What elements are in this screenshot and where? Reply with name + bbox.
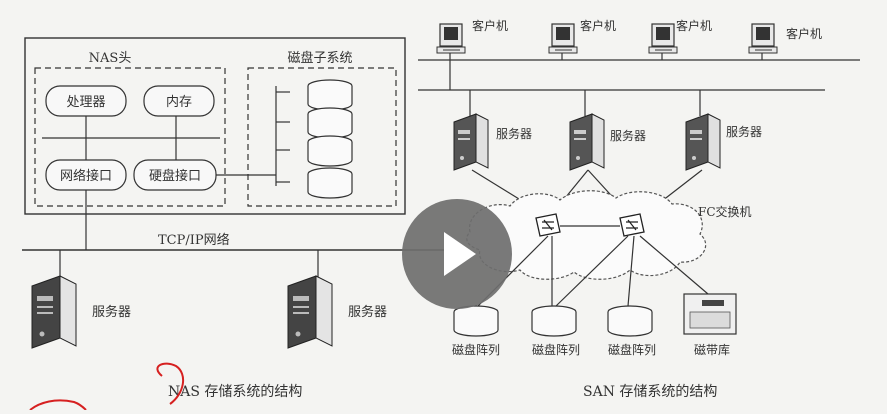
fc-switch-left	[535, 213, 561, 237]
disk-interface-label: 硬盘接口	[149, 168, 201, 184]
disk-array-2	[531, 305, 577, 337]
client-label-2: 客户机	[580, 18, 616, 33]
disk-2	[307, 107, 353, 139]
client-4	[748, 23, 778, 60]
client-2	[548, 23, 578, 60]
processor-label: 处理器	[66, 95, 105, 110]
nas-server-right-label: 服务器	[348, 304, 387, 320]
nas-caption: NAS 存储系统的结构	[168, 384, 302, 400]
fc-switch-label: FC交换机	[698, 204, 752, 219]
memory-box	[143, 85, 215, 117]
nas-device-box	[24, 37, 406, 215]
network-interface-label: 网络接口	[60, 168, 112, 184]
disk-3	[307, 135, 353, 167]
storage-label-3: 磁盘阵列	[608, 342, 656, 357]
red-annotation-arrow	[29, 399, 87, 411]
disk-1	[307, 79, 353, 111]
san-server-label-3: 服务器	[726, 124, 762, 139]
tcpip-network-label: TCP/IP网络	[158, 232, 230, 248]
disk-array-1	[453, 305, 499, 337]
processor-box	[45, 85, 127, 117]
san-server-1	[453, 113, 489, 171]
nas-server-left	[31, 275, 77, 349]
storage-label-2: 磁盘阵列	[532, 342, 580, 357]
nas-server-left-label: 服务器	[92, 304, 131, 320]
client-3	[648, 23, 678, 60]
memory-label: 内存	[166, 94, 192, 110]
play-button[interactable]	[402, 199, 512, 309]
client-label-3: 客户机	[676, 18, 712, 33]
disk-subsystem-label: 磁盘子系统	[287, 50, 352, 66]
storage-label-1: 磁盘阵列	[452, 342, 500, 357]
client-label-4: 客户机	[786, 26, 822, 41]
san-server-label-1: 服务器	[496, 126, 532, 141]
play-icon[interactable]	[444, 232, 476, 276]
storage-label-4: 磁带库	[694, 342, 730, 357]
tape-library	[683, 293, 737, 335]
san-server-label-2: 服务器	[610, 128, 646, 143]
disk-4	[307, 167, 353, 199]
red-annotation-mark	[156, 362, 185, 405]
nas-server-right	[287, 275, 333, 349]
disk-stack	[276, 79, 353, 199]
nas-head-label: NAS头	[89, 51, 132, 66]
san-server-3	[685, 113, 721, 171]
san-server-2	[569, 113, 605, 171]
disk-array-3	[607, 305, 653, 337]
client-1	[436, 23, 466, 60]
disk-subsystem-box	[247, 67, 397, 207]
san-caption: SAN 存储系统的结构	[583, 384, 717, 400]
client-label-1: 客户机	[472, 18, 508, 33]
nas-head-box	[34, 67, 226, 207]
fc-switch-right	[619, 213, 645, 237]
